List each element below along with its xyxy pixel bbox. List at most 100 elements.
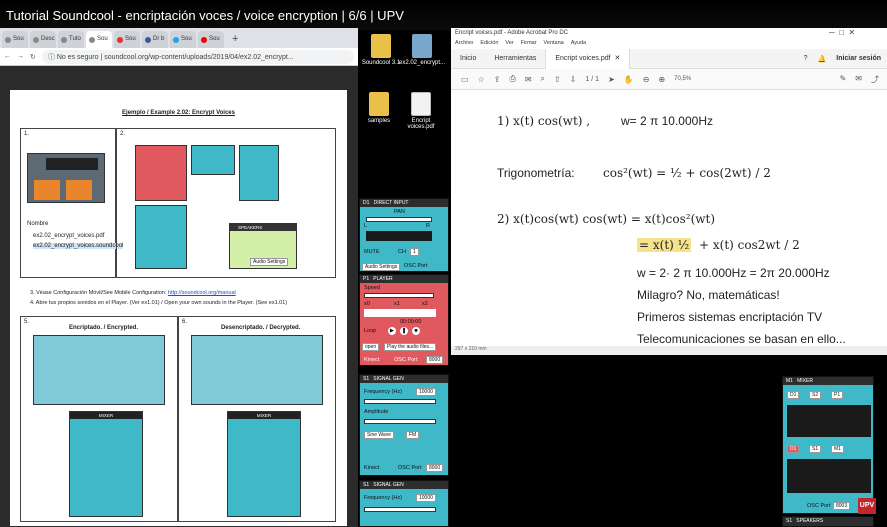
help-icon[interactable]: ? [803, 55, 808, 62]
zoom-level[interactable]: 70,5% [674, 76, 692, 82]
comment-icon[interactable]: ✉ [855, 73, 862, 83]
browser-tab[interactable]: Sou [2, 31, 28, 48]
frequency-slider[interactable] [364, 507, 436, 512]
audio-settings-button[interactable]: Audio Settings [362, 263, 401, 271]
file-select[interactable]: Play the audio files... [384, 343, 437, 351]
address-bar: ← → ↻ ⓘ No es seguro | soundcool.org/wp-… [0, 48, 358, 66]
facebook-icon [145, 36, 151, 43]
formula-line-2b: + x(t) cos2wt / 2 [699, 238, 800, 252]
menu-archivo[interactable]: Archivo [455, 40, 474, 46]
upload-icon[interactable]: ⇪ [493, 74, 501, 84]
formula-highlight: = x(t) ½ [637, 238, 692, 252]
signin-button[interactable]: Iniciar sesión [836, 55, 881, 62]
desktop-icon-soundcool-file[interactable]: ex2.02_encrypt... [399, 34, 445, 66]
menu-firmar[interactable]: Firmar [520, 40, 537, 46]
browser-tab[interactable]: Sou [170, 31, 196, 48]
osc-port-field[interactable]: 8003 [833, 502, 851, 510]
menu-edicion[interactable]: Edición [480, 40, 499, 46]
new-tab-button[interactable]: + [232, 33, 239, 45]
acrobat-tabs: Inicio Herramientas Encript voices.pdf ✕… [451, 48, 887, 69]
youtube-icon [201, 36, 207, 43]
folder-icon [369, 92, 389, 116]
pdf-page: Ejemplo / Example 2.02: Encrypt Voices 1… [10, 90, 347, 526]
zoom-out-icon[interactable]: ⊖ [642, 74, 650, 84]
desktop-icon-samples[interactable]: samples [356, 92, 402, 124]
url-field[interactable]: ⓘ No es seguro | soundcool.org/wp-conten… [41, 49, 354, 64]
doc-title: Ejemplo / Example 2.02: Encrypt Voices [122, 110, 235, 116]
tab-herramientas[interactable]: Herramientas [494, 54, 537, 62]
faders-image [191, 335, 323, 405]
acrobat-toolbar: ▭ ☆ ⇪ ⎙ ✉ ⌕ ⇧ ⇩ 1 / 1 ➤ ✋ ⊖ ⊕ 70,5% ✎ ✉ … [451, 69, 887, 90]
hand-icon[interactable]: ✋ [623, 74, 634, 84]
bell-icon[interactable]: 🔔 [817, 55, 827, 63]
channel-faders[interactable] [787, 405, 871, 437]
prev-page-icon[interactable]: ⇧ [554, 74, 561, 84]
position-bar[interactable] [364, 309, 436, 317]
page-indicator[interactable]: 1 / 1 [585, 75, 600, 83]
desktop-icon-pdf[interactable]: Encript voices.pdf [398, 92, 444, 130]
pause-icon[interactable]: ❚ [400, 327, 408, 335]
direct-input-module: D1 DIRECT INPUT PAN L R MUTE CH 1 Audio … [359, 198, 449, 272]
browser-tab-active[interactable]: Sou [86, 31, 112, 48]
desktop-icon-soundcool[interactable]: Soundcool 3.1 [358, 34, 404, 66]
mute-toggle[interactable]: MUTE [364, 249, 380, 255]
print-icon[interactable]: ⎙ [509, 74, 516, 83]
folder-icon [371, 34, 391, 58]
manual-link[interactable]: http://soundcool.org/manual [167, 290, 236, 296]
next-page-icon[interactable]: ⇩ [569, 74, 577, 84]
browser-tab[interactable]: Desc [30, 31, 56, 48]
mixer-image: MIXER [227, 411, 301, 517]
zoom-in-icon[interactable]: ⊕ [658, 74, 666, 84]
browser-tab[interactable]: Tuto [58, 31, 84, 48]
player-header: P1 PLAYER [360, 275, 448, 283]
amplitude-slider[interactable] [364, 419, 436, 424]
back-icon[interactable]: ← [4, 53, 11, 60]
loop-toggle[interactable]: Loop [364, 328, 377, 334]
tab-inicio[interactable]: Inicio [460, 54, 477, 62]
step1-box: 1. Nombre ex2.02_encrypt_voices.pdf ex2.… [20, 128, 124, 278]
modulation-select[interactable]: FM [406, 431, 420, 439]
osc-port-field[interactable]: 8000 [426, 464, 444, 472]
pan-slider[interactable] [366, 217, 432, 222]
speed-slider[interactable] [364, 293, 434, 298]
speakers-module-image: SPEAKERS Audio Settings [229, 223, 297, 269]
mail-icon[interactable]: ✉ [524, 74, 532, 84]
menu-ver[interactable]: Ver [505, 40, 514, 46]
frequency-field[interactable]: 10000 [416, 388, 436, 396]
acrobat-document: 1) x(t) cos(wt) , w= 2 π 10.000Hz Trigon… [451, 90, 887, 346]
search-icon[interactable]: ⌕ [540, 74, 546, 83]
pdf-viewer: Ejemplo / Example 2.02: Encrypt Voices 1… [0, 66, 358, 527]
osc-port-field[interactable]: 8000 [426, 356, 444, 364]
menu-ventana[interactable]: Ventana [543, 40, 564, 46]
browser-tab[interactable]: Dr b [142, 31, 168, 48]
share-icon[interactable]: ⤴ [871, 74, 879, 84]
note-3: 3. Véase Configuración Móvil/See Mobile … [30, 290, 236, 296]
telecom-line: Telecomunicaciones se basan en ello... [637, 332, 846, 346]
cursor-icon[interactable]: ➤ [608, 74, 615, 84]
info-icon: ⓘ [47, 53, 57, 61]
master-faders[interactable] [787, 459, 871, 493]
forward-icon[interactable]: → [17, 53, 24, 60]
frequency-slider[interactable] [364, 399, 436, 404]
frequency-field[interactable]: 10000 [416, 494, 436, 502]
player-module-image [135, 145, 187, 201]
stop-icon[interactable]: ■ [412, 327, 420, 335]
menu-ayuda[interactable]: Ayuda [570, 40, 587, 46]
reload-icon[interactable]: ↻ [30, 53, 36, 61]
sign-icon[interactable]: ✎ [839, 73, 847, 83]
mixer-image: MIXER [69, 411, 143, 517]
bookmark-icon[interactable]: ☆ [477, 74, 485, 84]
browser-window: Sou Desc Tuto Sou Sou Dr b Sou Sou + ← →… [0, 28, 358, 527]
channel-select[interactable]: 1 [410, 248, 419, 256]
level-meter [366, 231, 432, 241]
tab-document[interactable]: Encript voices.pdf ✕ [545, 48, 631, 69]
save-icon[interactable]: ▭ [461, 74, 469, 84]
browser-tab[interactable]: Sou [114, 31, 140, 48]
waveform-select[interactable]: Sine Wave [364, 431, 394, 439]
browser-tab-strip: Sou Desc Tuto Sou Sou Dr b Sou Sou + [0, 28, 358, 48]
browser-tab[interactable]: Sou [198, 31, 224, 48]
open-button[interactable]: open [362, 343, 380, 351]
video-title: Tutorial Soundcool - encriptación voces … [0, 0, 887, 30]
window-controls[interactable]: ─ □ ✕ [829, 28, 856, 37]
play-icon[interactable]: ▶ [388, 327, 396, 335]
